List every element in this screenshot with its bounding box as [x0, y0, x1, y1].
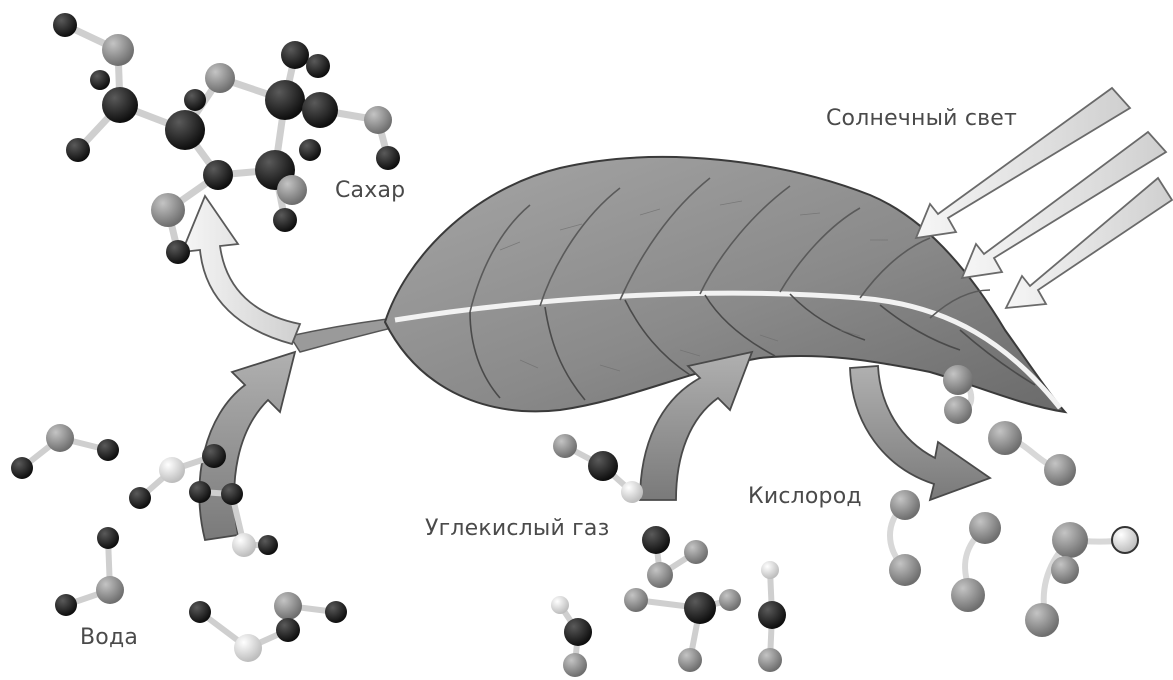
water-molecules-icon [11, 424, 347, 662]
sunlight-label: Солнечный свет [826, 106, 1017, 131]
co2-label: Углекислый газ [425, 516, 610, 541]
oxygen-molecules-icon [889, 365, 1138, 637]
oxygen-label: Кислород [748, 484, 862, 509]
sugar-label: Сахар [335, 178, 405, 203]
water-label: Вода [80, 625, 138, 650]
